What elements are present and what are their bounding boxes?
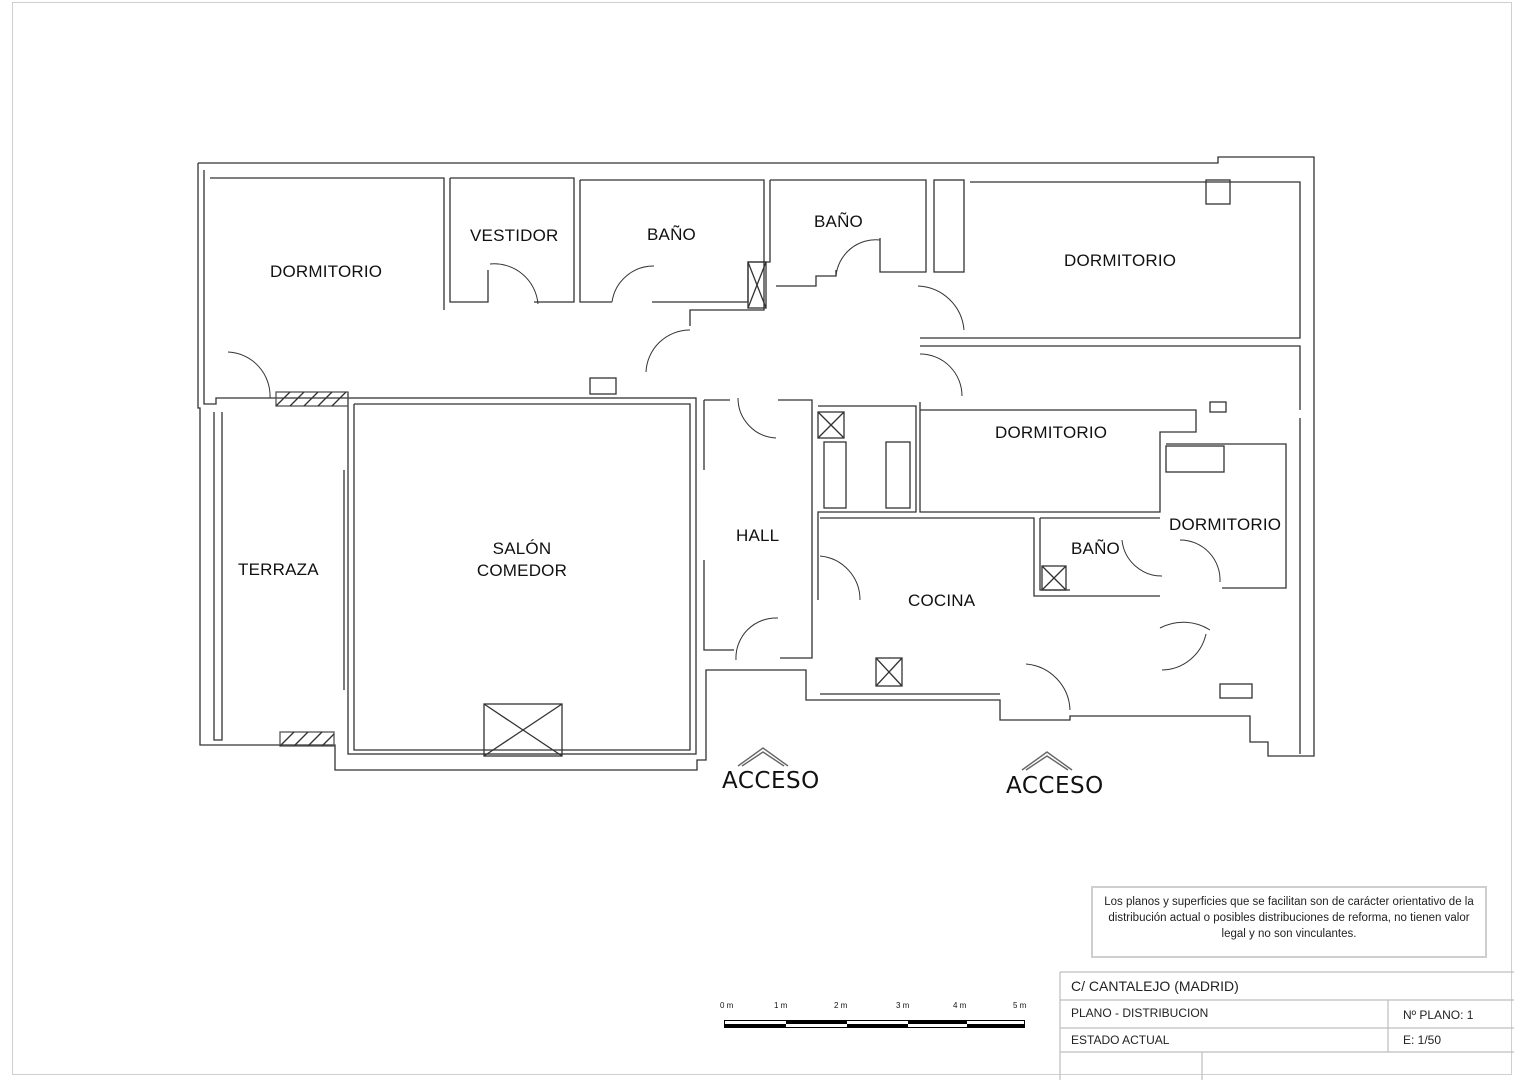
disclaimer-note: Los planos y superficies que se facilita… [1091,886,1487,958]
scale-label: 0 m [720,1001,734,1010]
room-hall: HALL [736,526,780,545]
scale-label: 3 m [896,1001,910,1010]
living-area [275,391,697,757]
north-rooms [449,177,1301,410]
room-bano-3: BAÑO [1071,539,1120,558]
scale-label: 5 m [1013,1001,1027,1010]
sheet-border [12,2,1512,1075]
door-swings [227,239,1221,711]
central-rooms [589,377,1301,754]
room-dormitorio-nw: DORMITORIO [270,262,383,281]
title-address: C/ CANTALEJO (MADRID) [1071,978,1239,994]
room-dormitorio-se: DORMITORIO [1169,515,1282,534]
title-scale: E: 1/50 [1403,1033,1442,1047]
access-label-left: ACCESO [722,768,820,794]
scale-label: 4 m [953,1001,967,1010]
room-cocina: COCINA [908,591,976,610]
access-label-right: ACCESO [1006,773,1104,799]
scale-label: 2 m [834,1001,848,1010]
room-bano-2: BAÑO [814,212,863,231]
room-salon: SALÓN COMEDOR [462,538,582,582]
access-arrows [737,747,1073,771]
title-block-grid [1059,971,1514,1080]
room-dormitorio-ne: DORMITORIO [1064,251,1177,270]
room-bano-1: BAÑO [647,225,696,244]
title-block: C/ CANTALEJO (MADRID) PLANO - DISTRIBUCI… [1060,972,1514,1078]
room-salon-line2: COMEDOR [476,561,568,580]
scale-bar [724,1020,1025,1028]
title-plan-type: PLANO - DISTRIBUCION [1071,1006,1209,1020]
outer-walls [197,156,1315,771]
room-terraza: TERRAZA [238,560,319,579]
room-vestidor: VESTIDOR [470,226,559,245]
title-state: ESTADO ACTUAL [1071,1033,1170,1047]
room-salon-line1: SALÓN [492,539,552,558]
room-dormitorio-e: DORMITORIO [995,423,1108,442]
title-plan-number: Nº PLANO: 1 [1403,1008,1474,1022]
scale-label: 1 m [774,1001,788,1010]
